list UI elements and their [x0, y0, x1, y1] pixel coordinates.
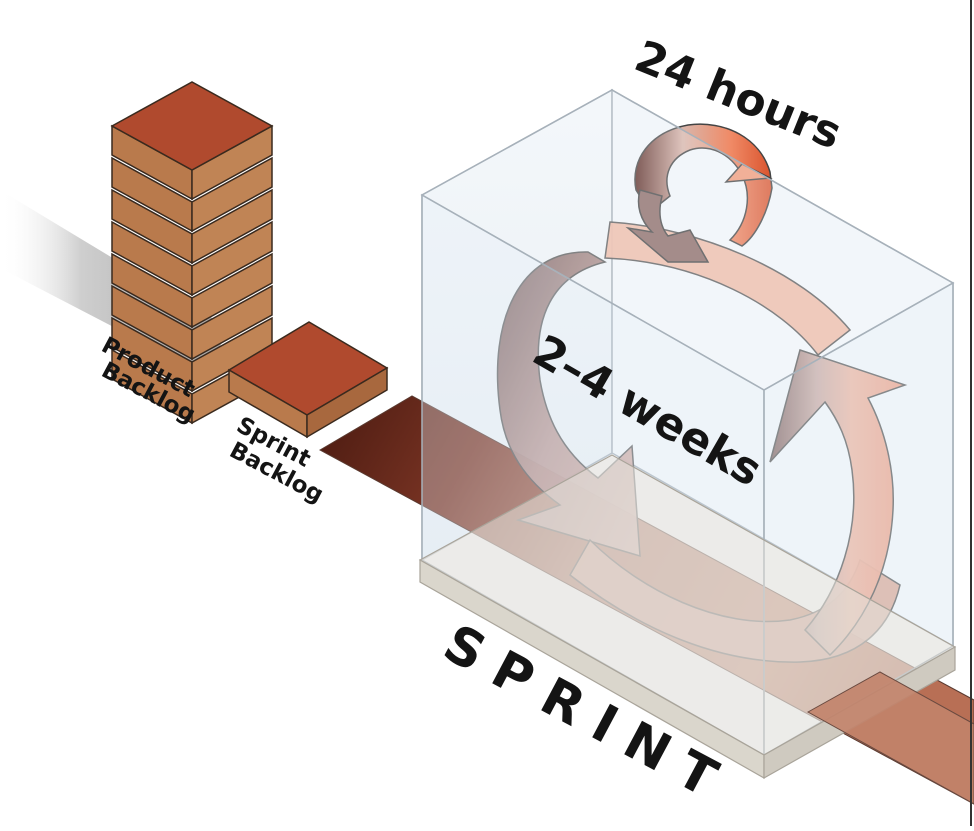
- sprint-conveyor-belt-front: [806, 671, 974, 805]
- sprint-letter-s: S: [434, 614, 495, 685]
- product-backlog-layer-right: [191, 220, 273, 297]
- product-backlog-layer-right: [191, 156, 273, 233]
- product-backlog-layer-right: [191, 252, 273, 329]
- sprint-letter-r: R: [531, 667, 595, 739]
- product-backlog-stack: [110, 81, 274, 425]
- product-backlog-top: [110, 81, 274, 171]
- sprint-letter-i: I: [582, 694, 627, 756]
- daily-cycle-arrow: [625, 123, 773, 263]
- sprint-letter-p: P: [482, 640, 544, 711]
- sprint-backlog-brick: [227, 321, 389, 439]
- product-backlog-layer-right: [191, 188, 273, 265]
- product-backlog-layer-right: [191, 284, 273, 361]
